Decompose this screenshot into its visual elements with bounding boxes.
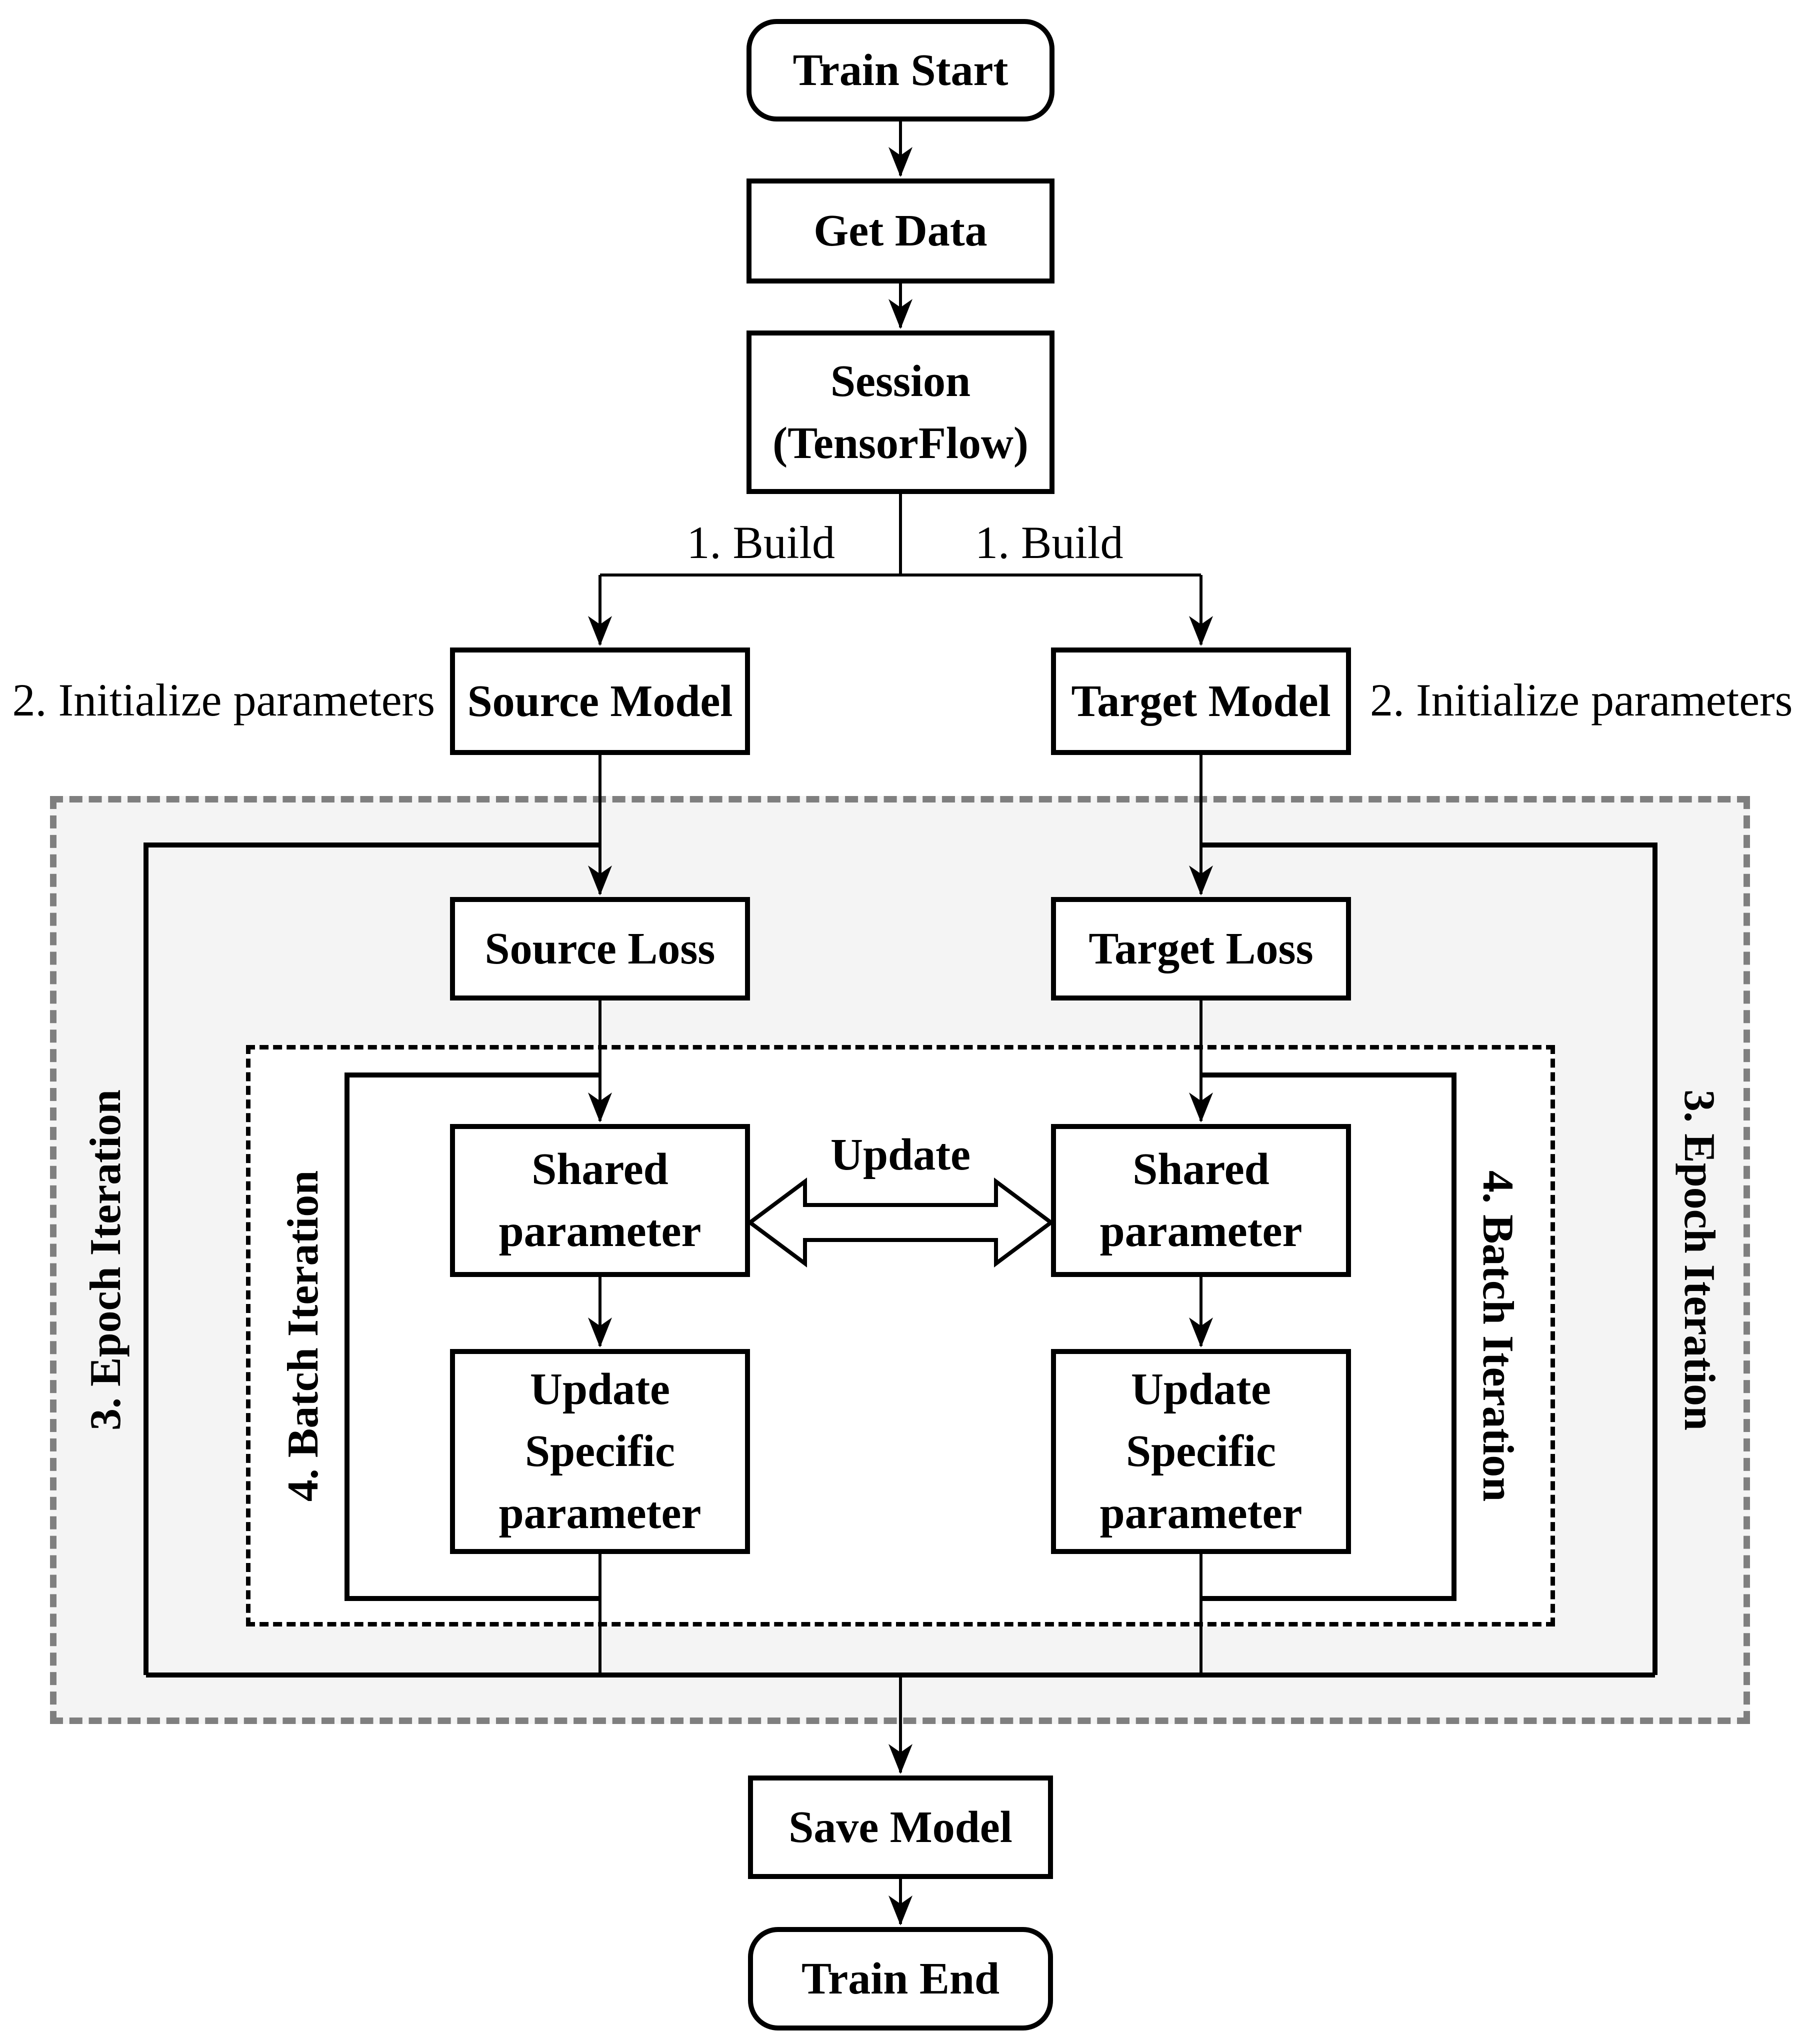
epoch-loop-left (144, 842, 600, 1675)
node-source-model: Source Model (450, 648, 750, 755)
node-train-end: Train End (748, 1927, 1053, 2030)
node-shared-parameter-left: Shared parameter (450, 1124, 750, 1277)
label-update: Update (830, 1130, 971, 1180)
node-source-loss: Source Loss (450, 897, 750, 1000)
batch-loop-left (344, 1072, 600, 1601)
node-update-specific-parameter-left: Update Specific parameter (450, 1349, 750, 1554)
node-get-data: Get Data (746, 178, 1054, 284)
update-double-arrow (746, 1178, 1054, 1268)
node-session-tensorflow: Session (TensorFlow) (746, 330, 1054, 494)
node-shared-parameter-right: Shared parameter (1051, 1124, 1351, 1277)
node-save-model: Save Model (748, 1776, 1053, 1879)
label-build-right: 1. Build (975, 517, 1124, 568)
node-update-specific-parameter-right: Update Specific parameter (1051, 1349, 1351, 1554)
label-epoch-iteration-right: 3. Epoch Iteration (1675, 1090, 1724, 1430)
label-epoch-iteration-left: 3. Epoch Iteration (82, 1090, 130, 1430)
node-target-loss: Target Loss (1051, 897, 1351, 1000)
label-batch-iteration-right: 4. Batch Iteration (1474, 1170, 1522, 1502)
node-target-model: Target Model (1051, 648, 1351, 755)
node-train-start: Train Start (746, 19, 1054, 122)
epoch-loop-right (1201, 842, 1658, 1675)
label-initialize-parameters-left: 2. Initialize parameters (12, 674, 435, 726)
label-initialize-parameters-right: 2. Initialize parameters (1370, 674, 1793, 726)
batch-loop-right (1201, 1072, 1456, 1601)
label-build-left: 1. Build (686, 517, 835, 568)
label-batch-iteration-left: 4. Batch Iteration (279, 1170, 328, 1502)
